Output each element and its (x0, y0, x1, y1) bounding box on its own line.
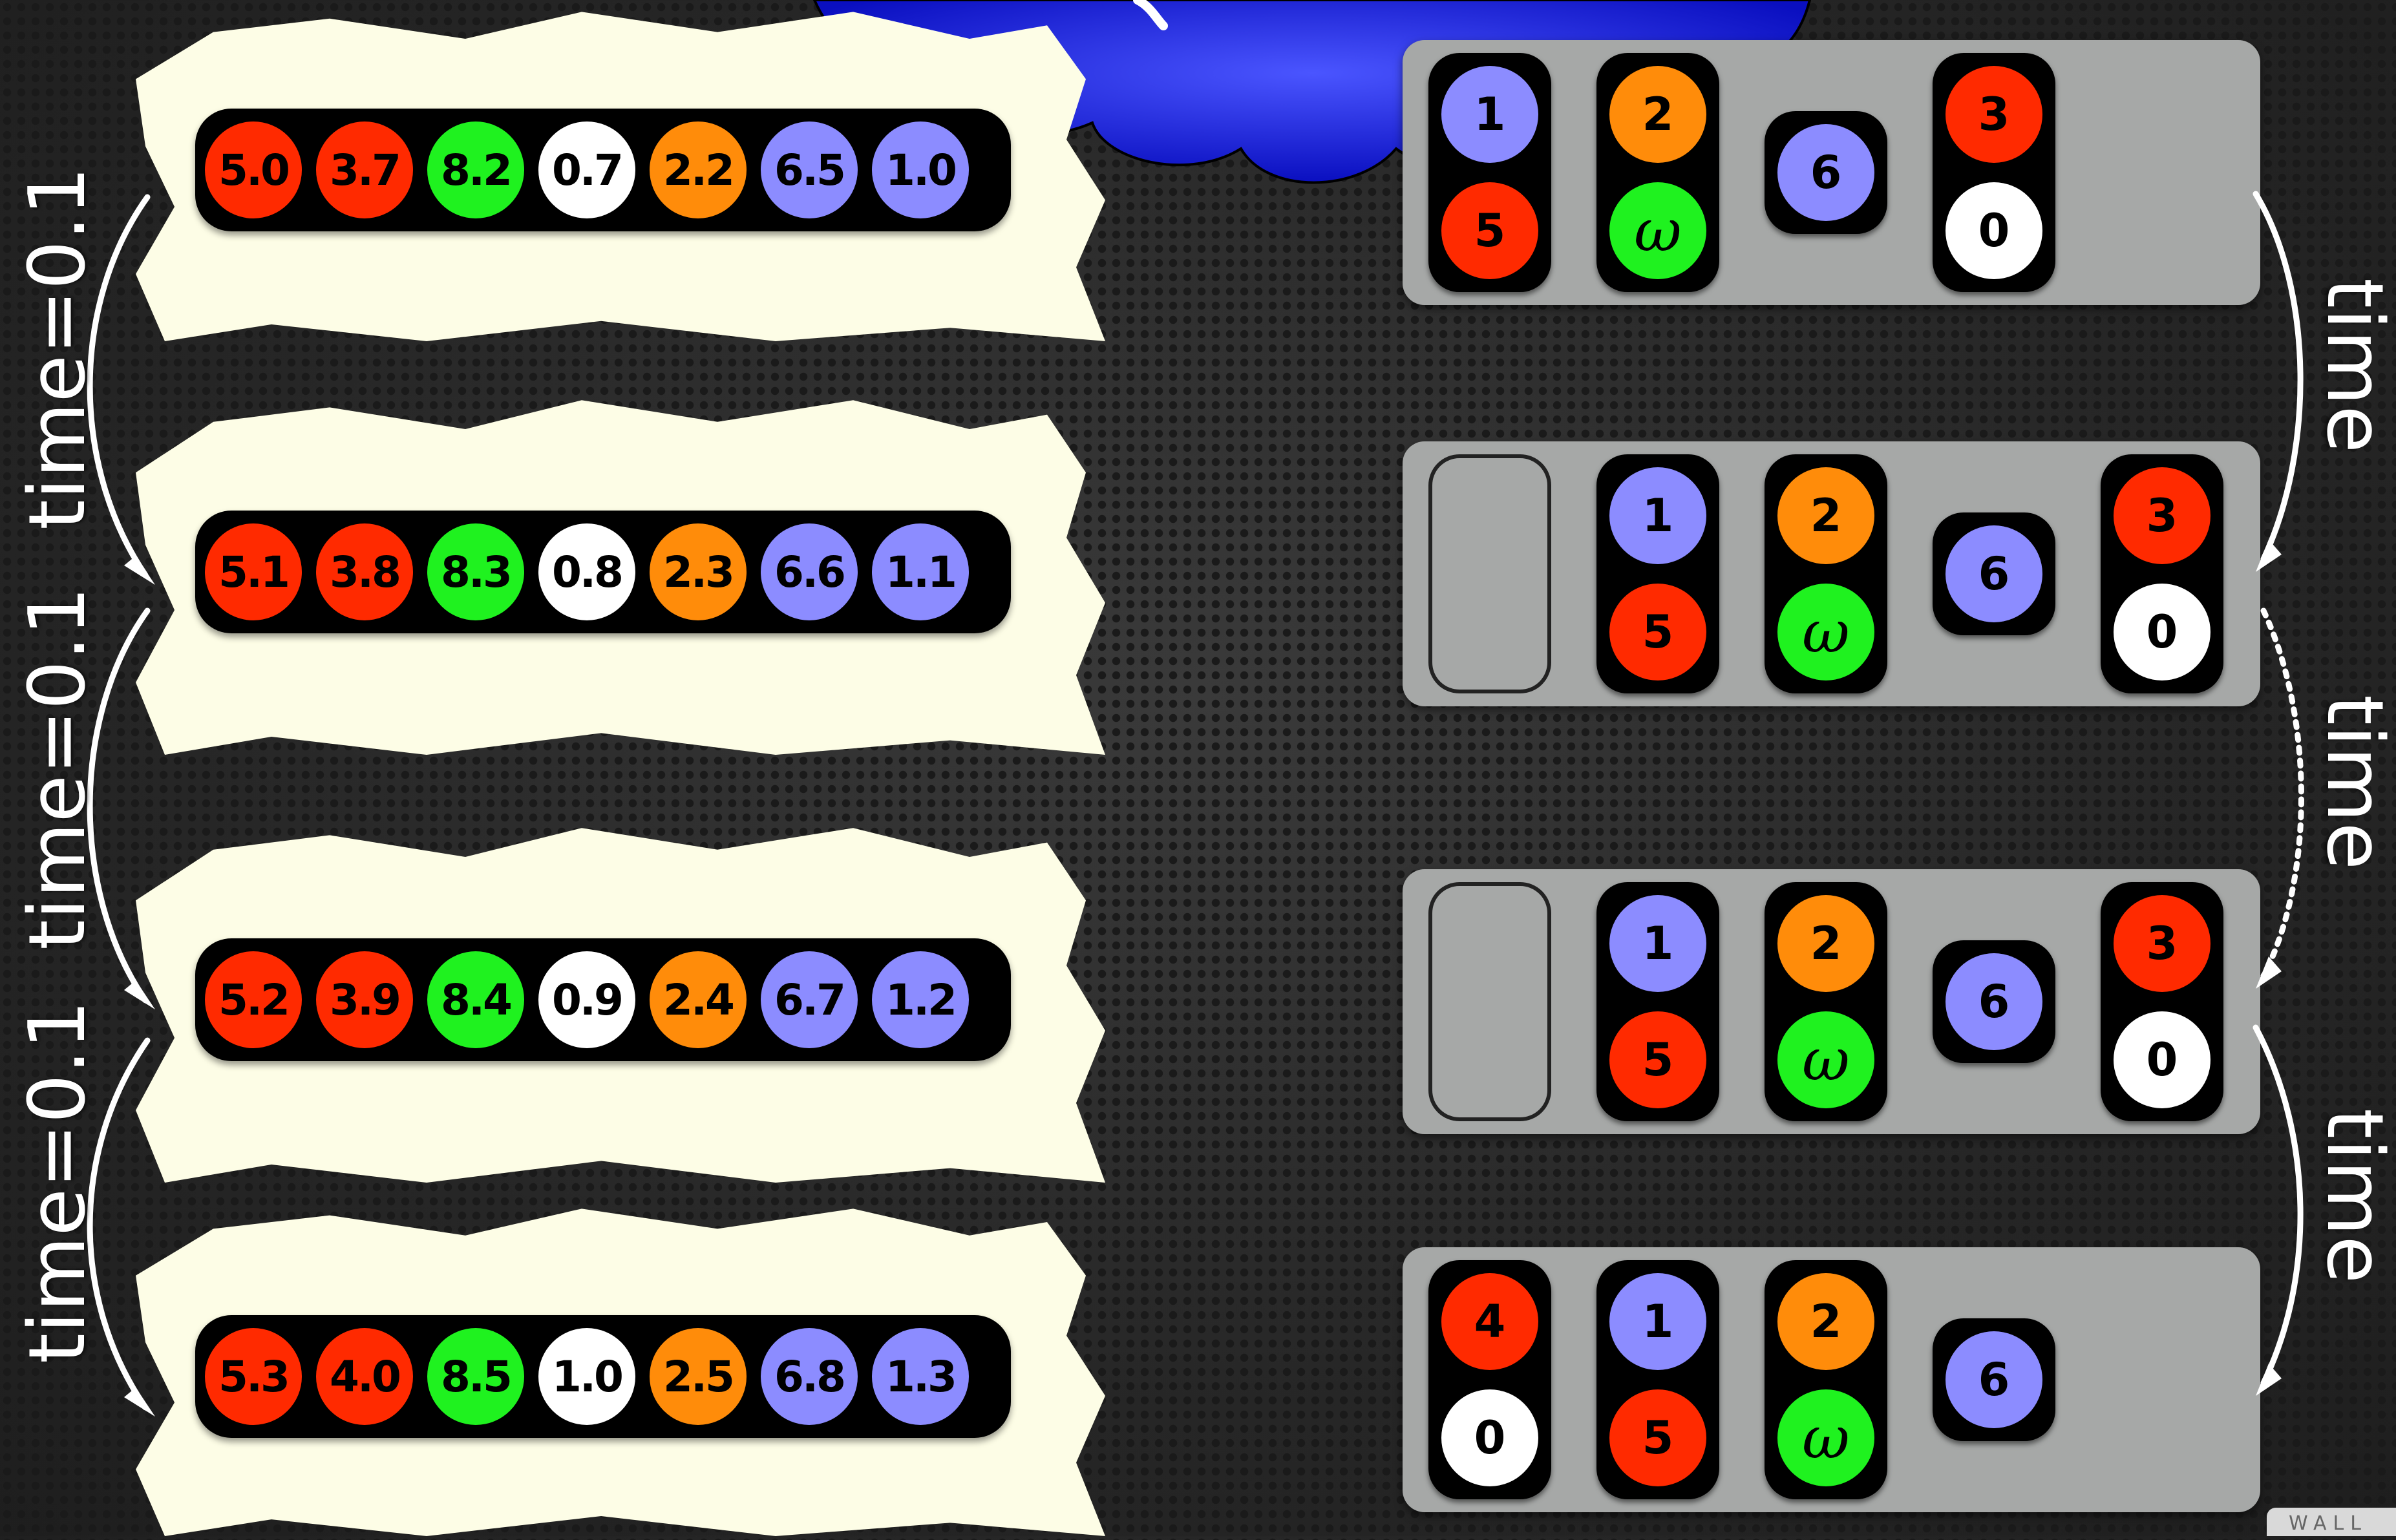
value-circle: 0.9 (538, 951, 635, 1048)
value-circle: 8.4 (427, 951, 524, 1048)
value-circle: 1.3 (872, 1328, 969, 1425)
value-dot: 2 (1609, 66, 1706, 163)
stack-column: 6 (1765, 111, 1887, 234)
value-circle: 1.0 (872, 121, 969, 218)
value-dot: 5 (1609, 1389, 1706, 1486)
value-dot: 6 (1945, 1331, 2042, 1428)
value-circle: 1.0 (538, 1328, 635, 1425)
value-circle: 0.8 (538, 523, 635, 620)
value-circle: 6.7 (761, 951, 858, 1048)
value-dot: 0 (2114, 584, 2210, 680)
value-dot: 2 (1777, 467, 1874, 564)
value-dot: 3 (2114, 895, 2210, 992)
value-dot: 5 (1441, 182, 1538, 279)
stack-column: 6 (1933, 512, 2055, 635)
value-dot: 2 (1777, 1273, 1874, 1370)
value-circle: 1.1 (872, 523, 969, 620)
value-dot: 6 (1945, 525, 2042, 622)
left-time-label-2: time=0.1 (13, 587, 103, 951)
value-circle: 2.2 (650, 121, 747, 218)
value-circle: 8.5 (427, 1328, 524, 1425)
value-circle: 6.5 (761, 121, 858, 218)
value-circle: 5.2 (205, 951, 302, 1048)
value-circle: 2.4 (650, 951, 747, 1048)
empty-slot (1428, 882, 1551, 1121)
left-time-label-1: time=0.1 (13, 167, 103, 531)
value-dot: 3 (2114, 467, 2210, 564)
value-dot: 5 (1609, 1011, 1706, 1108)
stack-column: 6 (1933, 1318, 2055, 1441)
value-dot: 0 (2114, 1011, 2210, 1108)
value-circle: 4.0 (316, 1328, 413, 1425)
value-circle: 5.1 (205, 523, 302, 620)
value-dot: 2 (1777, 895, 1874, 992)
omega-dot: ω (1777, 1389, 1874, 1486)
value-circle: 8.3 (427, 523, 524, 620)
right-time-label-3: time (2309, 1108, 2396, 1283)
left-time-label-3: time=0.1 (13, 1000, 103, 1364)
value-dot: 5 (1609, 584, 1706, 680)
omega-dot: ω (1609, 182, 1706, 279)
value-dot: 0 (1441, 1389, 1538, 1486)
value-dot: 4 (1441, 1273, 1538, 1370)
value-circle: 2.3 (650, 523, 747, 620)
value-circle: 0.7 (538, 121, 635, 218)
value-dot: 1 (1609, 467, 1706, 564)
value-dot: 3 (1945, 66, 2042, 163)
value-circle: 6.8 (761, 1328, 858, 1425)
empty-slot (1428, 454, 1551, 693)
value-dot: 1 (1609, 895, 1706, 992)
value-circle: 3.7 (316, 121, 413, 218)
value-circle: 2.5 (650, 1328, 747, 1425)
omega-dot: ω (1777, 1011, 1874, 1108)
stack-column: 6 (1933, 940, 2055, 1063)
value-circle: 3.8 (316, 523, 413, 620)
value-circle: 8.2 (427, 121, 524, 218)
value-circle: 3.9 (316, 951, 413, 1048)
watermark-tab: WALL (2267, 1508, 2396, 1536)
value-dot: 1 (1609, 1273, 1706, 1370)
value-dot: 6 (1945, 953, 2042, 1050)
value-circle: 5.3 (205, 1328, 302, 1425)
right-time-label-1: time (2309, 278, 2396, 453)
omega-dot: ω (1777, 584, 1874, 680)
value-dot: 6 (1777, 124, 1874, 221)
value-circle: 6.6 (761, 523, 858, 620)
value-circle: 5.0 (205, 121, 302, 218)
value-circle: 1.2 (872, 951, 969, 1048)
right-time-label-2: time (2309, 695, 2396, 870)
value-dot: 1 (1441, 66, 1538, 163)
value-dot: 0 (1945, 182, 2042, 279)
